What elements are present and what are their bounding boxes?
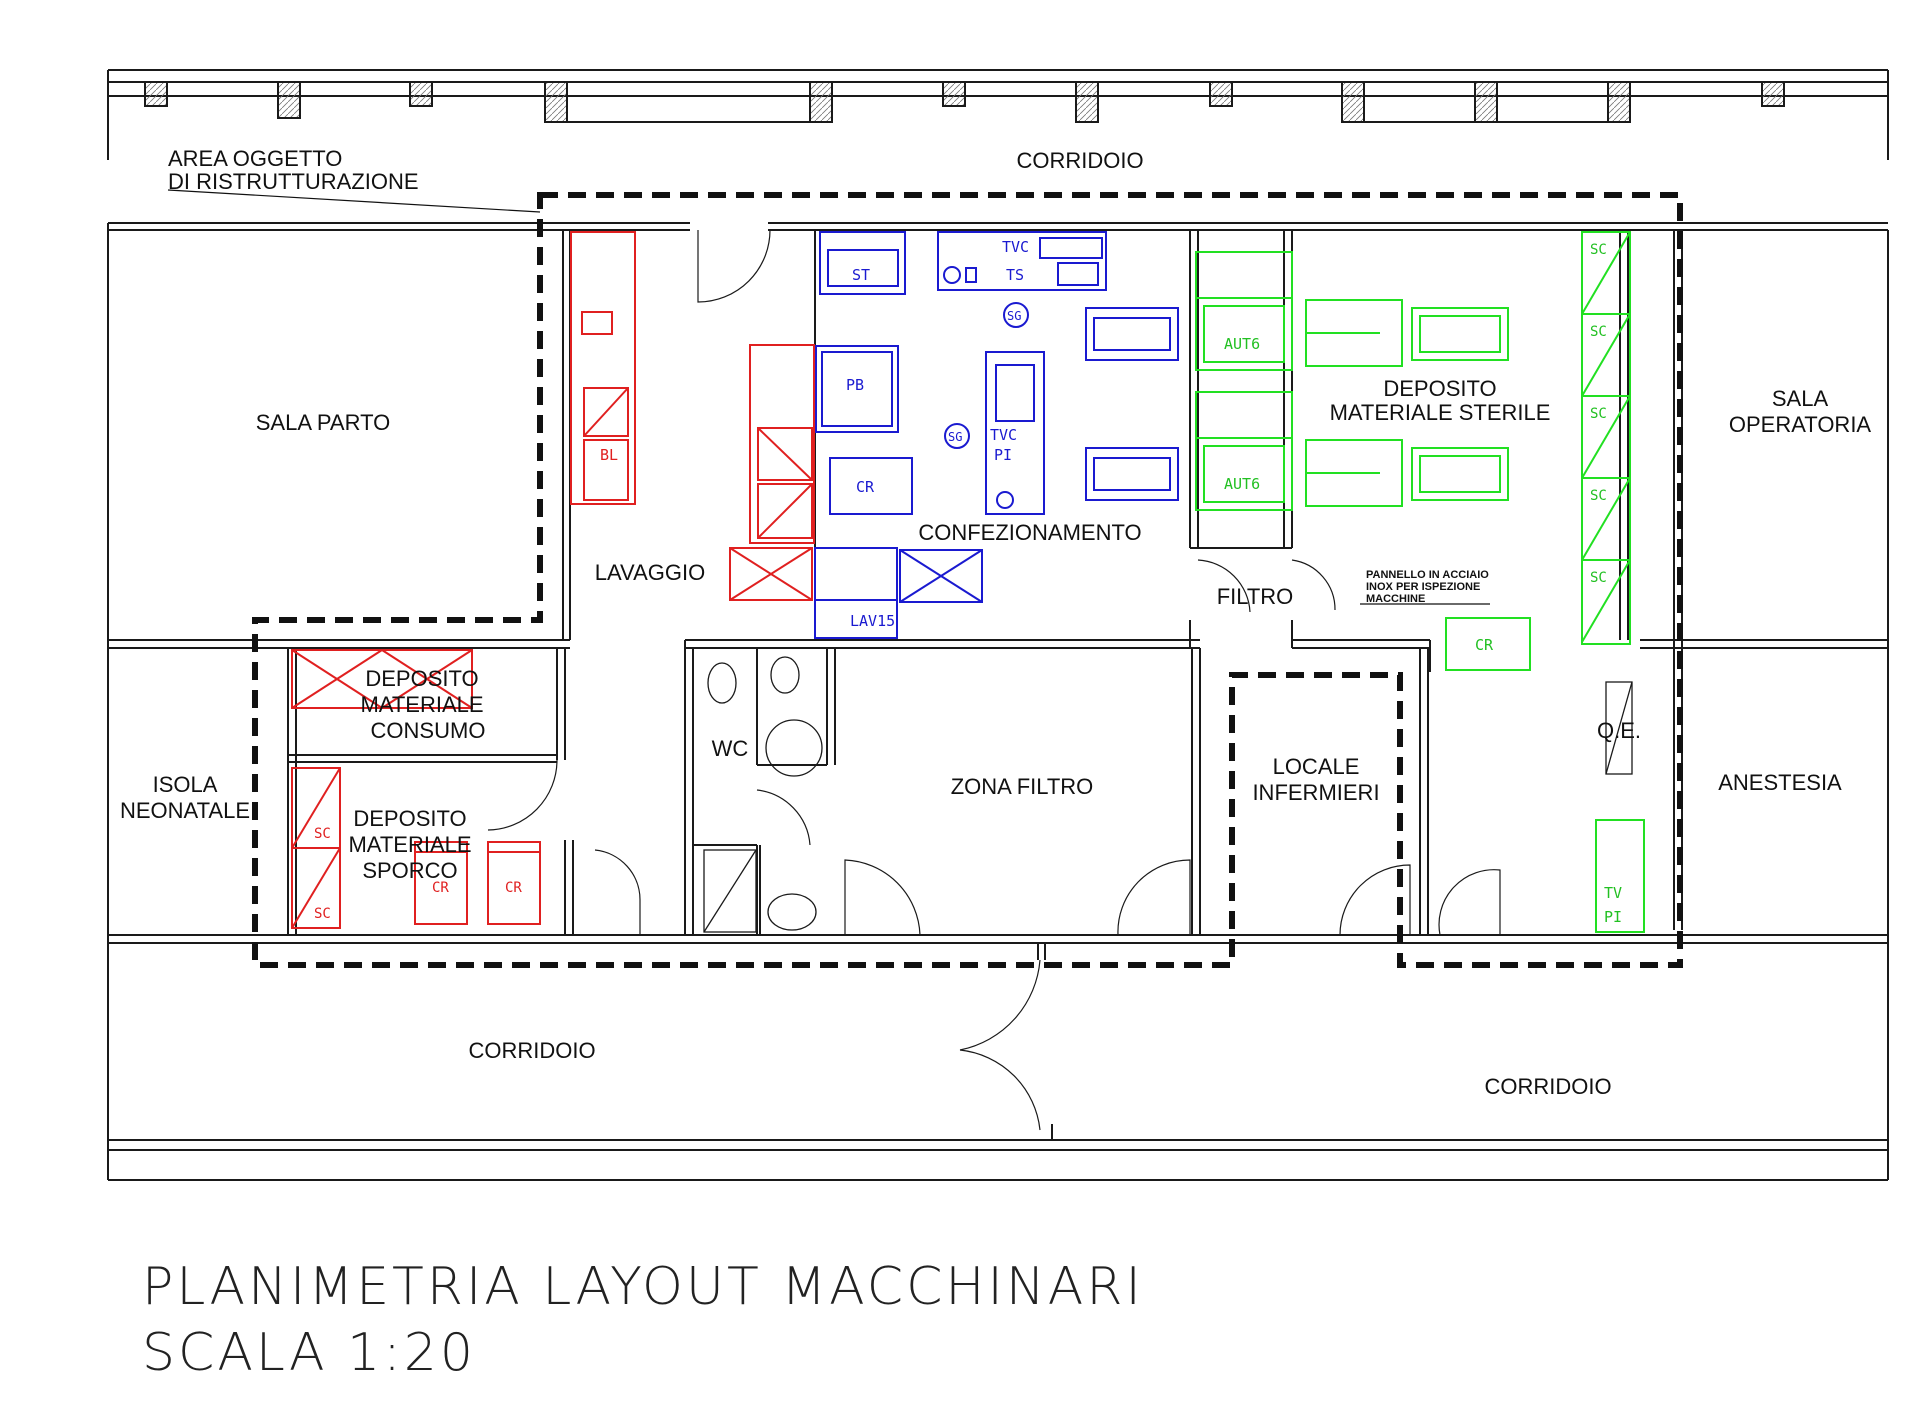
corridoio-bl-label: CORRIDOIO <box>468 1038 595 1063</box>
green-labels: AUT6 AUT6 SC SC SC SC SC CR TV PI <box>1224 242 1622 926</box>
room-labels: CORRIDOIO AREA OGGETTO DI RISTRUTTURAZIO… <box>120 146 1871 1099</box>
dep-consumo-label-1: DEPOSITO <box>365 666 478 691</box>
dep-consumo-label-2: MATERIALE <box>360 692 483 717</box>
blue-labels: ST TVC TS SG PB SG CR TVC PI LAV15 <box>846 238 1029 630</box>
cr-red-label-2: CR <box>505 880 522 896</box>
st-label: ST <box>852 266 870 284</box>
dep-consumo-label-3: CONSUMO <box>371 718 486 743</box>
deposito-sterile-label-2: MATERIALE STERILE <box>1330 400 1551 425</box>
sala-operatoria-label-2: OPERATORIA <box>1729 412 1872 437</box>
sc-red-label-2: SC <box>314 906 331 922</box>
tvc-mid-label: TVC <box>990 426 1017 444</box>
sg-label-1: SG <box>1007 309 1021 323</box>
sc-red-label-1: SC <box>314 826 331 842</box>
sala-parto-label: SALA PARTO <box>256 410 391 435</box>
tvc-top-label: TVC <box>1002 238 1029 256</box>
cr-blue-label: CR <box>856 478 875 496</box>
walls <box>107 69 1889 1181</box>
red-labels: BL SC SC CR CR <box>314 446 618 922</box>
sc-label-4: SC <box>1590 488 1607 504</box>
aut6-label-2: AUT6 <box>1224 475 1260 493</box>
area-leader-line <box>167 189 541 213</box>
pannello-label-2: INOX PER ISPEZIONE <box>1366 581 1480 593</box>
qe-label: Q.E. <box>1597 718 1641 743</box>
area-label-1: AREA OGGETTO <box>168 146 342 171</box>
locale-label-1: LOCALE <box>1273 754 1360 779</box>
cr-green-label: CR <box>1475 636 1494 654</box>
blue-equipment <box>814 231 1179 639</box>
sc-label-1: SC <box>1590 242 1607 258</box>
isola-label-1: ISOLA <box>153 772 218 797</box>
green-equipment <box>1195 231 1645 933</box>
lav15-label: LAV15 <box>850 612 895 630</box>
doors <box>487 229 1501 1131</box>
pannello-label-1: PANNELLO IN ACCIAIO <box>1366 569 1489 581</box>
red-equipment <box>291 231 815 929</box>
tv-label: TV <box>1604 884 1622 902</box>
pb-label: PB <box>846 376 864 394</box>
plan-scale: SCALA 1:20 <box>142 1323 476 1383</box>
zona-filtro-label: ZONA FILTRO <box>951 774 1094 799</box>
dep-sporco-label-3: SPORCO <box>362 858 457 883</box>
sc-label-5: SC <box>1590 570 1607 586</box>
fixtures <box>703 656 1633 933</box>
aut6-label-1: AUT6 <box>1224 335 1260 353</box>
bl-label: BL <box>600 446 618 464</box>
renovation-area-boundary <box>252 192 1683 968</box>
pi-green-label: PI <box>1604 908 1622 926</box>
pi-mid-label: PI <box>994 446 1012 464</box>
pannello-label-3: MACCHINE <box>1366 593 1425 605</box>
anestesia-label: ANESTESIA <box>1718 770 1842 795</box>
sc-label-3: SC <box>1590 406 1607 422</box>
area-label-2: DI RISTRUTTURAZIONE <box>168 169 419 194</box>
sc-label-2: SC <box>1590 324 1607 340</box>
sg-label-2: SG <box>948 430 962 444</box>
locale-label-2: INFERMIERI <box>1252 780 1379 805</box>
deposito-sterile-label-1: DEPOSITO <box>1383 376 1496 401</box>
cr-red-label-1: CR <box>432 880 449 896</box>
dep-sporco-label-1: DEPOSITO <box>353 806 466 831</box>
lavaggio-label: LAVAGGIO <box>595 560 705 585</box>
plan-title: PLANIMETRIA LAYOUT MACCHINARI <box>142 1257 1144 1317</box>
corridoio-br-label: CORRIDOIO <box>1484 1074 1611 1099</box>
ts-label: TS <box>1006 266 1024 284</box>
corridoio-top-label: CORRIDOIO <box>1016 148 1143 173</box>
filtro-label: FILTRO <box>1217 584 1294 609</box>
isola-label-2: NEONATALE <box>120 798 250 823</box>
wc-label: WC <box>712 736 749 761</box>
sala-operatoria-label-1: SALA <box>1772 386 1829 411</box>
confezionamento-label: CONFEZIONAMENTO <box>918 520 1141 545</box>
dep-sporco-label-2: MATERIALE <box>348 832 471 857</box>
